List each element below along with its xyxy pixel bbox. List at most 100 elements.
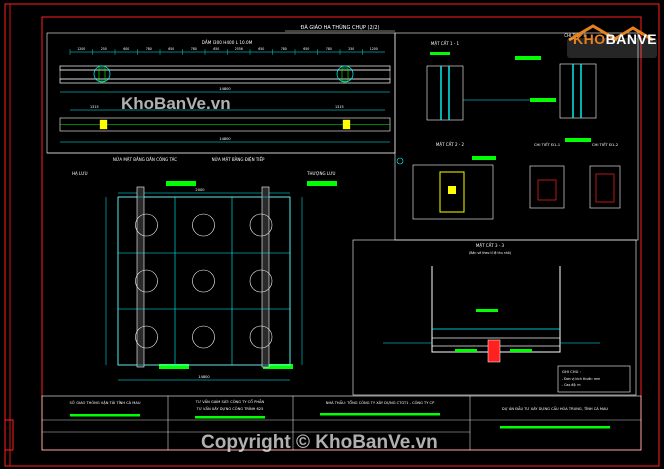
callout-s33-1: [476, 309, 498, 312]
signature-bar-1: [70, 414, 140, 417]
title-block-consultant-b: TƯ VẤN XÂY DỰNG CÔNG TRÌNH 625: [196, 406, 264, 411]
section-11-body: [426, 65, 464, 121]
title-block-contractor: NHÀ THẦU: TỔNG CÔNG TY XÂY DỰNG CTGT1 - …: [326, 400, 435, 405]
beam-top-flange: [59, 65, 391, 71]
callout-plan-4: [263, 364, 293, 369]
detail-d1-2-body: [589, 165, 621, 209]
notes-title: GHI CHÚ :: [562, 369, 581, 374]
beam-dim-value: 250: [101, 47, 107, 51]
beam-dim-value: 650: [303, 47, 309, 51]
note-1: - Đơn vị kích thước: mm: [562, 377, 600, 381]
beam-dim-value: 1200: [77, 47, 85, 51]
beam-dim-value: 780: [191, 47, 197, 51]
callout-plan-1: [166, 181, 196, 186]
section-33-title: MẶT CẮT 3 - 3: [476, 243, 505, 248]
callout-plan-3: [159, 364, 189, 369]
section-22-frame: [412, 164, 494, 220]
left-strip-block: [4, 419, 14, 451]
detail-d1-2-title: CHI TIẾT Đ1-2: [592, 141, 619, 147]
beam-dim-value: 250: [348, 47, 354, 51]
watermark-middle: KhoBanVe.vn: [121, 94, 231, 113]
section-22-core: [439, 171, 465, 213]
panel-section33: [352, 239, 637, 396]
beam2-dim-1315-right: 1315: [335, 105, 344, 109]
callout-green-2: [530, 98, 556, 102]
beam-stiffener-left: [98, 67, 106, 82]
logo-text-kho: KHO: [573, 31, 606, 47]
sheet-title: ĐÀ GIÁO HA THÙNG CHỤP (2/2): [301, 24, 380, 31]
callout-green-1: [515, 56, 541, 60]
note-2: - Cao độ: m: [562, 383, 580, 387]
downstream-label: HẠ LƯU: [72, 171, 88, 176]
plan-right-girder: [261, 186, 270, 368]
beam-total-dim: 14800: [219, 87, 231, 91]
plan-opening: [249, 213, 273, 237]
logo-text: KHOBANVE: [573, 31, 657, 47]
beam-dim-value: 780: [326, 47, 332, 51]
logo-text-banve: BANVE: [605, 31, 658, 47]
beam-dim-value: 600: [123, 47, 129, 51]
title-block-project: DỰ ÁN ĐẦU TƯ XÂY DỰNG CẦU HÒA TRUNG, TỈN…: [502, 406, 609, 411]
watermark-bottom: Copyright © KhoBanVe.vn: [201, 432, 438, 453]
khobanve-logo-icon: [567, 24, 657, 58]
plan-opening: [135, 213, 158, 237]
sheet-border: [4, 3, 660, 467]
plan-opening: [192, 325, 215, 349]
signature-bar-3: [320, 413, 440, 416]
beam2-plate-left: [99, 119, 108, 130]
beam-detail-marker-right: [336, 65, 354, 83]
beam-detail-marker-left: [93, 65, 111, 83]
beam-dim-value: 2556: [235, 47, 243, 51]
title-block-client: SỞ GIAO THÔNG VẬN TẢI TỈNH CÀ MAU: [70, 400, 141, 405]
plan-grid: [117, 196, 291, 366]
beam-stiffener-right: [341, 67, 349, 82]
section-22-marker: [396, 157, 404, 165]
beam-bottom-flange: [59, 78, 391, 84]
signature-bar-2: [195, 416, 265, 419]
title-block-consultant-a: TƯ VẤN GIÁM SÁT: CÔNG TY CỔ PHẦN: [195, 399, 265, 404]
beam-dim-value: 650: [168, 47, 174, 51]
callout-plan-2: [307, 181, 337, 186]
beam-label: DẦM I300 H400 L 10.0M: [202, 40, 253, 45]
plan-right-title: NỬA MẶT BẰNG ĐIỆN TIẾP: [212, 156, 265, 162]
plan-left-girder: [136, 186, 145, 368]
detail-d1-1-title: CHI TIẾT Đ1-1: [534, 141, 561, 147]
beam-dimension-row: 1200 250 600 780 650 780 650 2556 650 780 650 780 25…: [69, 47, 378, 55]
section-11-title: MẶT CẮT 1 - 1: [431, 41, 460, 46]
sheet-inner-border: [41, 16, 642, 451]
beam-dim-value: 650: [258, 47, 264, 51]
plan-left-title: NỬA MẶT BẰNG DẦN CÔNG TÁC: [113, 157, 177, 162]
beam-dim-value: 1200: [370, 47, 378, 51]
detail-d1-1-body: [529, 165, 565, 209]
plan-top-dim: 2000: [195, 188, 205, 192]
section-33-pile: [487, 339, 501, 363]
callout-green-3: [565, 138, 591, 142]
plan-opening: [192, 269, 215, 293]
callout-s33-3: [510, 349, 532, 352]
beam2-dim-1315-left: 1315: [90, 105, 99, 109]
detail-d1-1-plate: [537, 179, 557, 201]
panel-details: [394, 32, 639, 241]
plan-opening: [192, 213, 215, 237]
plan-opening: [135, 325, 158, 349]
beam-dim-value: 650: [213, 47, 219, 51]
callout-green-4: [430, 52, 450, 55]
upstream-label: THƯỢNG LƯU: [306, 171, 336, 176]
signature-bar-4: [500, 426, 610, 429]
panel-elevation: [46, 32, 396, 154]
section-22-callout: [472, 156, 496, 160]
beam-dim-value: 780: [281, 47, 287, 51]
plan-bottom-dim: 14800: [198, 375, 210, 379]
beam-dim-value: 780: [146, 47, 152, 51]
beam2-plate-right: [342, 119, 351, 130]
section-33-subtitle: (Bản vẽ theo tỉ lệ thu nhỏ): [469, 251, 511, 255]
section-22-fill: [448, 186, 456, 194]
detail-i-body: [559, 63, 597, 119]
plan-opening: [249, 325, 273, 349]
title-block: [41, 395, 642, 451]
plan-opening: [249, 269, 273, 293]
beam2-total-dim: 14800: [219, 137, 231, 141]
detail-d1-2-plate: [595, 173, 615, 203]
callout-s33-2: [455, 349, 477, 352]
